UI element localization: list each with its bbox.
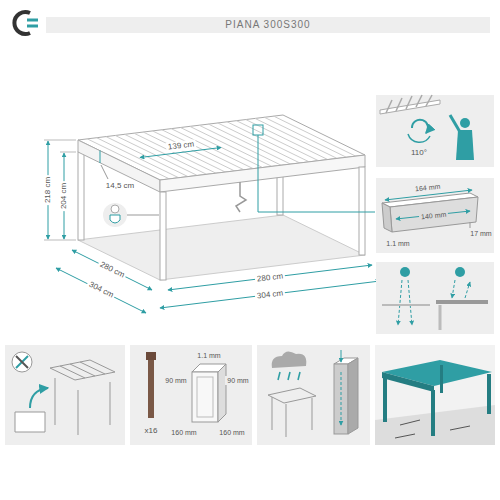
- dimension-label: 14,5 cm: [104, 181, 136, 191]
- louver-line: [264, 117, 346, 157]
- header-band: [46, 17, 490, 33]
- detail-leader: [253, 125, 375, 212]
- dimension-label: 280 cm: [254, 271, 285, 285]
- dimension-label: 160 mm: [169, 428, 198, 437]
- dimension-label: 218 cm: [43, 175, 53, 205]
- product-title: PIANA 300S300: [48, 17, 488, 33]
- photo-panel: [375, 345, 495, 445]
- dimension-label: x16: [143, 426, 160, 436]
- dimension-label: 160 mm: [217, 428, 246, 437]
- dimension-label: 90 mm: [163, 376, 188, 385]
- dimension-label: 90 mm: [225, 376, 250, 385]
- dimension-label: 1.1 mm: [384, 239, 411, 248]
- dimension-label: 110°: [409, 148, 429, 158]
- sun-rain-panel: [376, 262, 494, 334]
- dimension-label: 304 cm: [254, 288, 285, 302]
- dimension-label: 304 cm: [85, 279, 117, 301]
- assembly-panel: [5, 345, 125, 445]
- dimension-label: 1.1 mm: [195, 351, 222, 360]
- dimension-lines: [44, 140, 380, 313]
- hardware-panel: [130, 345, 252, 445]
- louver-line: [236, 121, 318, 161]
- louver-line: [255, 118, 337, 158]
- material-icon: [103, 203, 159, 227]
- drainage-panel: [257, 345, 370, 445]
- louver-profile-panel: [376, 178, 494, 253]
- dimension-label: 204 cm: [59, 181, 69, 211]
- louver-tilt-panel: [376, 95, 494, 167]
- brand-logo: [14, 12, 38, 34]
- dimension-label: 17 mm: [468, 229, 493, 238]
- louver-line: [274, 116, 356, 156]
- pergola-main: [78, 115, 365, 280]
